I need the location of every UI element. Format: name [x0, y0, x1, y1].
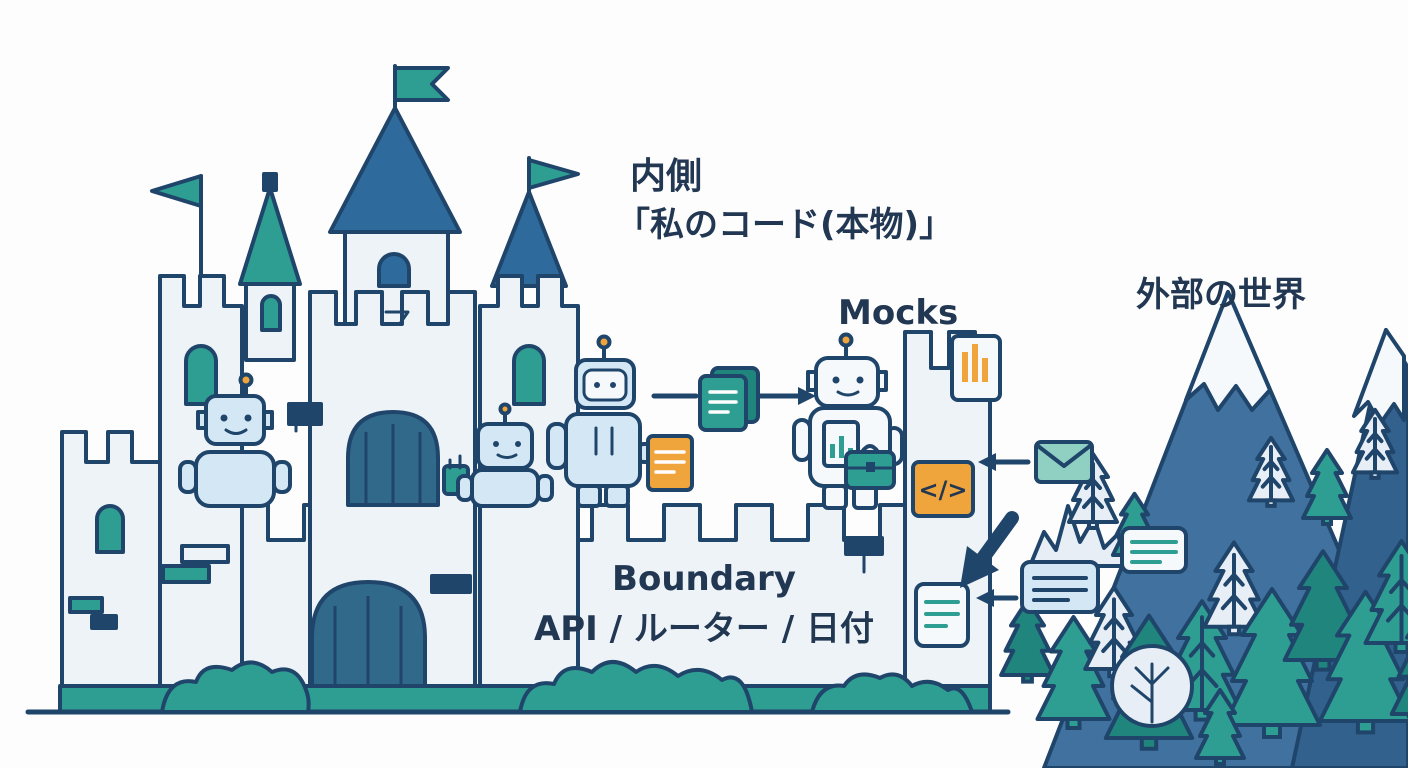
- inside-label-line2: 「私のコード(本物)」: [616, 205, 953, 245]
- robot-developer-2: [456, 402, 554, 508]
- boundary-tower: </>: [903, 330, 992, 692]
- pixel-speech: [287, 402, 323, 433]
- code-badge-icon: </>: [911, 460, 975, 518]
- snow-cap-right: [1352, 328, 1406, 426]
- small-turret: [238, 172, 302, 362]
- antenna-tip: [838, 332, 854, 348]
- antenna-tip: [498, 402, 512, 416]
- big-down-arrow: [960, 511, 1019, 588]
- brick: [90, 614, 118, 630]
- antenna-tip: [596, 334, 612, 350]
- robot-body: [470, 468, 540, 508]
- round-tree: [1110, 644, 1194, 728]
- antenna-tip: [238, 372, 254, 388]
- inside-label-line1: 内側: [630, 156, 702, 197]
- keep-door: [346, 410, 440, 507]
- code-badge-text: </>: [919, 476, 968, 504]
- robot-head: [814, 356, 880, 408]
- keep-spire-roof: [328, 106, 462, 234]
- tower-window: [512, 344, 546, 406]
- tower-cone-roof: [490, 190, 568, 288]
- keep-window: [377, 252, 411, 288]
- robot-head: [204, 394, 266, 446]
- far-left-tower: [60, 430, 162, 692]
- incoming-mail: [978, 440, 1094, 484]
- bushes: [160, 660, 974, 714]
- boundary-label-line1: Boundary: [612, 559, 796, 599]
- forest: [999, 408, 1408, 765]
- doc-card-white: [1120, 526, 1188, 574]
- castle: </>: [58, 64, 992, 714]
- document-icon-lower: [914, 582, 970, 648]
- labels: 内側 「私のコード(本物)」 Mocks 外部の世界 Boundary API …: [534, 156, 1306, 649]
- document-icon-top: [950, 334, 1002, 402]
- robot-developer-1: [178, 372, 292, 508]
- outside-world-label: 外部の世界: [1136, 275, 1306, 315]
- envelope-icon: [1034, 440, 1094, 484]
- robot-body: [564, 412, 642, 488]
- wall-sign: [844, 536, 884, 574]
- robot-developer-3: [546, 334, 694, 508]
- brick: [161, 564, 211, 584]
- tower-window: [184, 344, 218, 406]
- orange-document-icon: [646, 434, 694, 492]
- turret-roof: [238, 186, 302, 286]
- flag-left: [150, 174, 203, 208]
- tower-window: [95, 504, 125, 554]
- document-stack-icon: [698, 366, 760, 432]
- robot-head: [476, 422, 534, 470]
- boundary-label-line2: API / ルーター / 日付: [534, 609, 874, 649]
- arrow-right-head: [798, 387, 816, 405]
- briefcase-icon: [844, 444, 896, 490]
- mock-robot: [792, 332, 904, 510]
- robot-body: [194, 450, 276, 508]
- arrow-left-head: [978, 453, 996, 471]
- castle-gate: [310, 580, 427, 692]
- snow-cap-left: [1184, 290, 1272, 412]
- wall-mark: [384, 310, 410, 324]
- flag-top: [393, 66, 450, 102]
- brick: [68, 596, 104, 614]
- doc-card-blue: [1020, 560, 1100, 614]
- flag-right: [527, 158, 580, 190]
- turret-window: [260, 294, 282, 332]
- arrow-left-head: [976, 589, 994, 607]
- mocks-label: Mocks: [838, 293, 958, 333]
- incoming-data: [976, 526, 1188, 614]
- pine-tree: [1302, 449, 1352, 525]
- brick: [430, 574, 472, 594]
- mock-flow: [651, 366, 816, 432]
- brick: [180, 544, 230, 564]
